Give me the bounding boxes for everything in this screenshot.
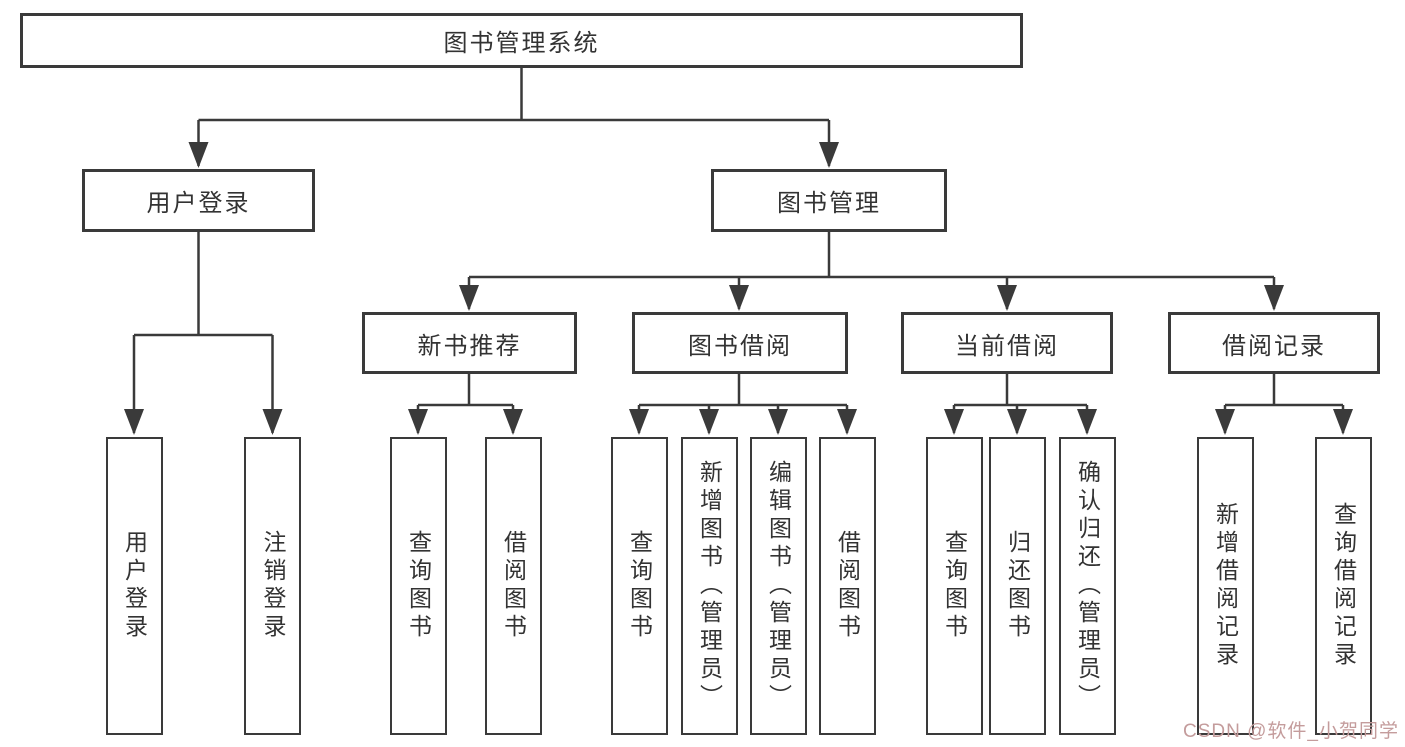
- leaf-query-book-borrow: 查询图书: [610, 437, 668, 735]
- leaf-query-book-recommend-label: 查询图书: [405, 530, 432, 642]
- node-book-borrow: 图书借阅: [632, 312, 848, 374]
- leaf-borrow-book: 借阅图书: [818, 437, 876, 735]
- leaf-return-book-label: 归还图书: [1004, 530, 1031, 642]
- leaf-add-book-admin-label: 新增图书（管理员）: [696, 460, 723, 712]
- node-borrow-record: 借阅记录: [1168, 312, 1380, 374]
- node-current-borrow: 当前借阅: [901, 312, 1113, 374]
- node-book-management: 图书管理: [711, 169, 947, 232]
- leaf-query-book-recommend: 查询图书: [389, 437, 447, 735]
- leaf-borrow-book-recommend: 借阅图书: [484, 437, 542, 735]
- leaf-borrow-book-recommend-label: 借阅图书: [500, 530, 527, 642]
- leaf-query-book-current-label: 查询图书: [941, 530, 968, 642]
- leaf-add-borrow-record-label: 新增借阅记录: [1212, 502, 1239, 670]
- leaf-add-borrow-record: 新增借阅记录: [1196, 437, 1254, 735]
- leaf-user-login: 用户登录: [105, 437, 163, 735]
- csdn-watermark: CSDN @软件_小贺同学: [1183, 721, 1399, 742]
- leaf-user-login-label: 用户登录: [121, 530, 148, 642]
- leaf-query-book-borrow-label: 查询图书: [626, 530, 653, 642]
- leaf-add-book-admin: 新增图书（管理员）: [680, 437, 738, 735]
- leaf-confirm-return-admin-label: 确认归还（管理员）: [1074, 460, 1101, 712]
- leaf-logout-login-label: 注销登录: [260, 530, 286, 642]
- leaf-borrow-book-label: 借阅图书: [834, 530, 861, 642]
- node-root-system: 图书管理系统: [20, 13, 1023, 68]
- node-user-login: 用户登录: [82, 169, 315, 232]
- leaf-query-borrow-record: 查询借阅记录: [1314, 437, 1372, 735]
- leaf-edit-book-admin-label: 编辑图书（管理员）: [765, 460, 792, 712]
- node-new-book-recommend: 新书推荐: [362, 312, 577, 374]
- leaf-edit-book-admin: 编辑图书（管理员）: [749, 437, 807, 735]
- leaf-return-book: 归还图书: [988, 437, 1046, 735]
- leaf-query-book-current: 查询图书: [925, 437, 983, 735]
- leaf-logout-login: 注销登录: [244, 437, 301, 735]
- leaf-confirm-return-admin: 确认归还（管理员）: [1058, 437, 1116, 735]
- leaf-query-borrow-record-label: 查询借阅记录: [1330, 502, 1357, 670]
